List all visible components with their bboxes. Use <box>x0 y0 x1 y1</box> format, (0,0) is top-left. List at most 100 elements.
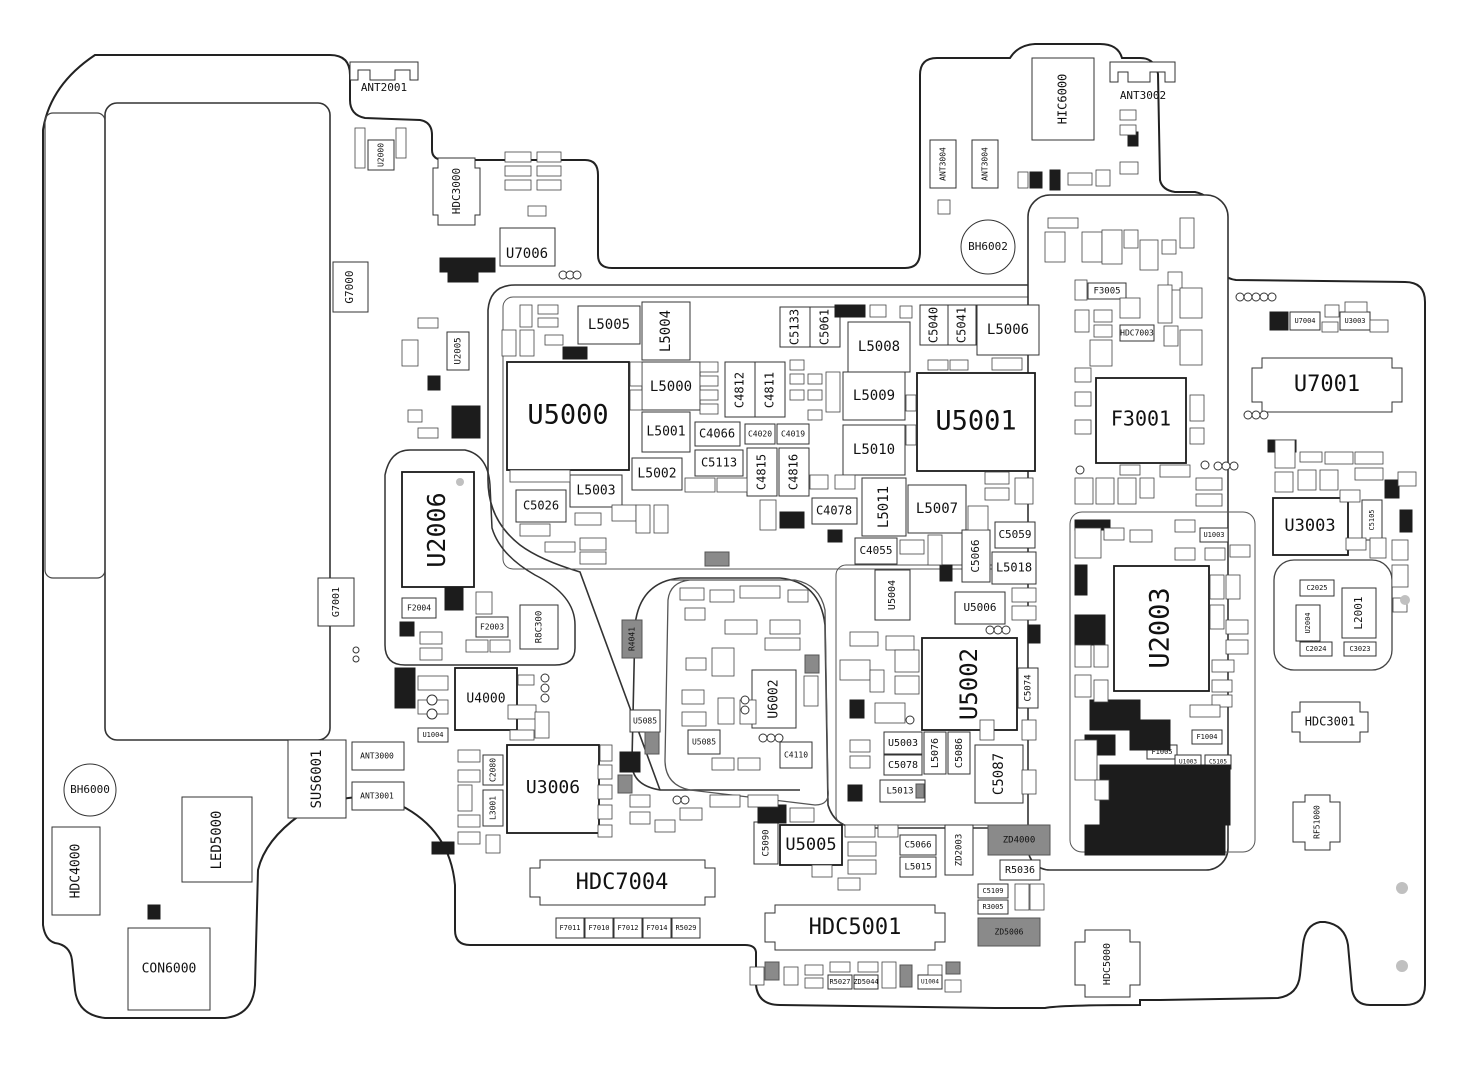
svg-text:U3003: U3003 <box>1344 317 1365 325</box>
u5085: U5085 <box>629 709 661 733</box>
svg-text:L2001: L2001 <box>1352 596 1365 629</box>
svg-text:C5059: C5059 <box>998 528 1031 541</box>
u2000: U2000 <box>367 139 395 171</box>
g7001: G7001 <box>317 577 355 627</box>
svg-text:C5090: C5090 <box>762 829 772 856</box>
u3006-label: U3006 <box>526 777 580 798</box>
svg-text:C4020: C4020 <box>748 430 772 439</box>
led5000: LED5000 <box>181 796 253 883</box>
svg-text:ANT2001: ANT2001 <box>361 81 407 94</box>
svg-text:F3005: F3005 <box>1093 287 1120 297</box>
svg-text:C5074: C5074 <box>1024 674 1034 701</box>
svg-text:C2080: C2080 <box>489 758 498 782</box>
c3023: C3023 <box>1343 641 1377 657</box>
u7006-chip: U7006 <box>499 227 556 267</box>
f7011: F7010 <box>584 917 614 939</box>
svg-text:L5002: L5002 <box>637 467 676 482</box>
svg-text:SUS6001: SUS6001 <box>309 749 325 808</box>
svg-text:HDC7003: HDC7003 <box>1120 329 1154 338</box>
u3008-label: F3001 <box>1111 407 1171 431</box>
l5001: L5001 <box>641 411 691 453</box>
svg-text:C4078: C4078 <box>816 504 852 518</box>
svg-text:C5086: C5086 <box>954 738 965 768</box>
u6002-label: U6002 <box>767 679 782 718</box>
svg-text:HDC5000: HDC5000 <box>1102 943 1113 985</box>
r3005: U1004 <box>417 727 449 743</box>
svg-text:F1005: F1005 <box>1151 748 1172 756</box>
ant3004b: ANT3004 <box>971 139 999 189</box>
c2080: C2080 <box>482 754 504 786</box>
hdc7004: HDC7004 <box>529 859 716 906</box>
u2006-label: U2006 <box>422 492 451 567</box>
c4815: C4815 <box>746 447 778 497</box>
u5000-label: U5000 <box>527 400 608 431</box>
g7000: G7000 <box>332 261 369 313</box>
c5090: C5090 <box>753 821 779 865</box>
ant3002: ANT3002 <box>1109 61 1176 102</box>
svg-text:C5113: C5113 <box>701 456 737 470</box>
left-shield-area <box>104 102 331 741</box>
c5041: C5041 <box>947 304 977 346</box>
svg-text:HDC5001: HDC5001 <box>809 915 902 940</box>
svg-text:ZD4000: ZD4000 <box>1003 836 1036 846</box>
l5011: L5011 <box>861 477 907 537</box>
svg-text:G7000: G7000 <box>343 270 356 303</box>
svg-text:L5076: L5076 <box>930 738 941 768</box>
svg-text:F7014: F7014 <box>646 924 667 932</box>
ant3004a: ANT3004 <box>929 139 957 189</box>
zd5006: ZD5006 <box>977 917 1041 947</box>
bh6000: BH6000 <box>63 763 117 817</box>
svg-text:BH6000: BH6000 <box>70 783 110 796</box>
hdc3001: HDC3001 <box>1291 701 1369 743</box>
l5007: L5007 <box>907 484 967 534</box>
l5000: L5000 <box>641 361 701 411</box>
u7006-label: U7006 <box>506 246 548 262</box>
svg-text:C4066: C4066 <box>699 427 735 441</box>
r5029: R5027 <box>827 974 853 990</box>
c2024: C2024 <box>1299 641 1333 657</box>
c5133: C5133 <box>779 306 811 348</box>
svg-text:L5015: L5015 <box>904 863 931 873</box>
svg-text:F1004: F1004 <box>1196 733 1217 741</box>
svg-text:U5003: U5003 <box>888 738 918 749</box>
svg-text:L5007: L5007 <box>916 501 958 517</box>
svg-text:C5109: C5109 <box>982 887 1003 895</box>
u5001-label: U5001 <box>935 406 1016 437</box>
u5000-chip: U5000 <box>506 361 630 471</box>
ant3001: ANT3001 <box>351 781 405 811</box>
u3003-chip: U3003 <box>1272 497 1349 556</box>
test-points <box>352 270 1410 972</box>
svg-text:C5066: C5066 <box>904 841 931 851</box>
svg-text:BH6002: BH6002 <box>968 240 1008 253</box>
l5006: L5006 <box>976 304 1040 356</box>
svg-text:ANT3000: ANT3000 <box>360 752 394 761</box>
l5005: L5005 <box>577 305 641 345</box>
svg-text:HDC7004: HDC7004 <box>576 870 669 895</box>
c4811: C4811 <box>754 361 786 418</box>
c4066: C4066 <box>694 421 741 447</box>
svg-text:U7001: U7001 <box>1294 372 1360 397</box>
svg-text:C4811: C4811 <box>763 372 777 408</box>
zd5002: L5013 <box>879 779 926 803</box>
sus6001: SUS6001 <box>287 739 347 819</box>
l5008: L5008 <box>847 321 911 373</box>
u7004: U3003 <box>1339 311 1371 331</box>
c5074: C5074 <box>1017 667 1039 709</box>
l5013: C5087 <box>974 744 1024 804</box>
u4000-chip: U4000 <box>454 667 518 731</box>
svg-text:C3023: C3023 <box>1349 645 1370 653</box>
u3008-chip: F3001 <box>1095 377 1187 464</box>
svg-text:C4816: C4816 <box>787 454 801 490</box>
c5087: C5086 <box>947 731 971 775</box>
svg-text:L5013: L5013 <box>886 787 913 797</box>
svg-text:R3005: R3005 <box>982 903 1003 911</box>
bh6002: BH6002 <box>960 219 1016 275</box>
u2006-chip: U2006 <box>401 471 475 588</box>
svg-text:L5005: L5005 <box>588 317 630 333</box>
svg-text:L5018: L5018 <box>996 561 1032 575</box>
c5066a: C5066 <box>961 529 991 583</box>
svg-text:HDC3000: HDC3000 <box>450 168 463 214</box>
svg-text:ZD5044: ZD5044 <box>853 978 878 986</box>
hdc5001: HDC5001 <box>764 904 946 951</box>
